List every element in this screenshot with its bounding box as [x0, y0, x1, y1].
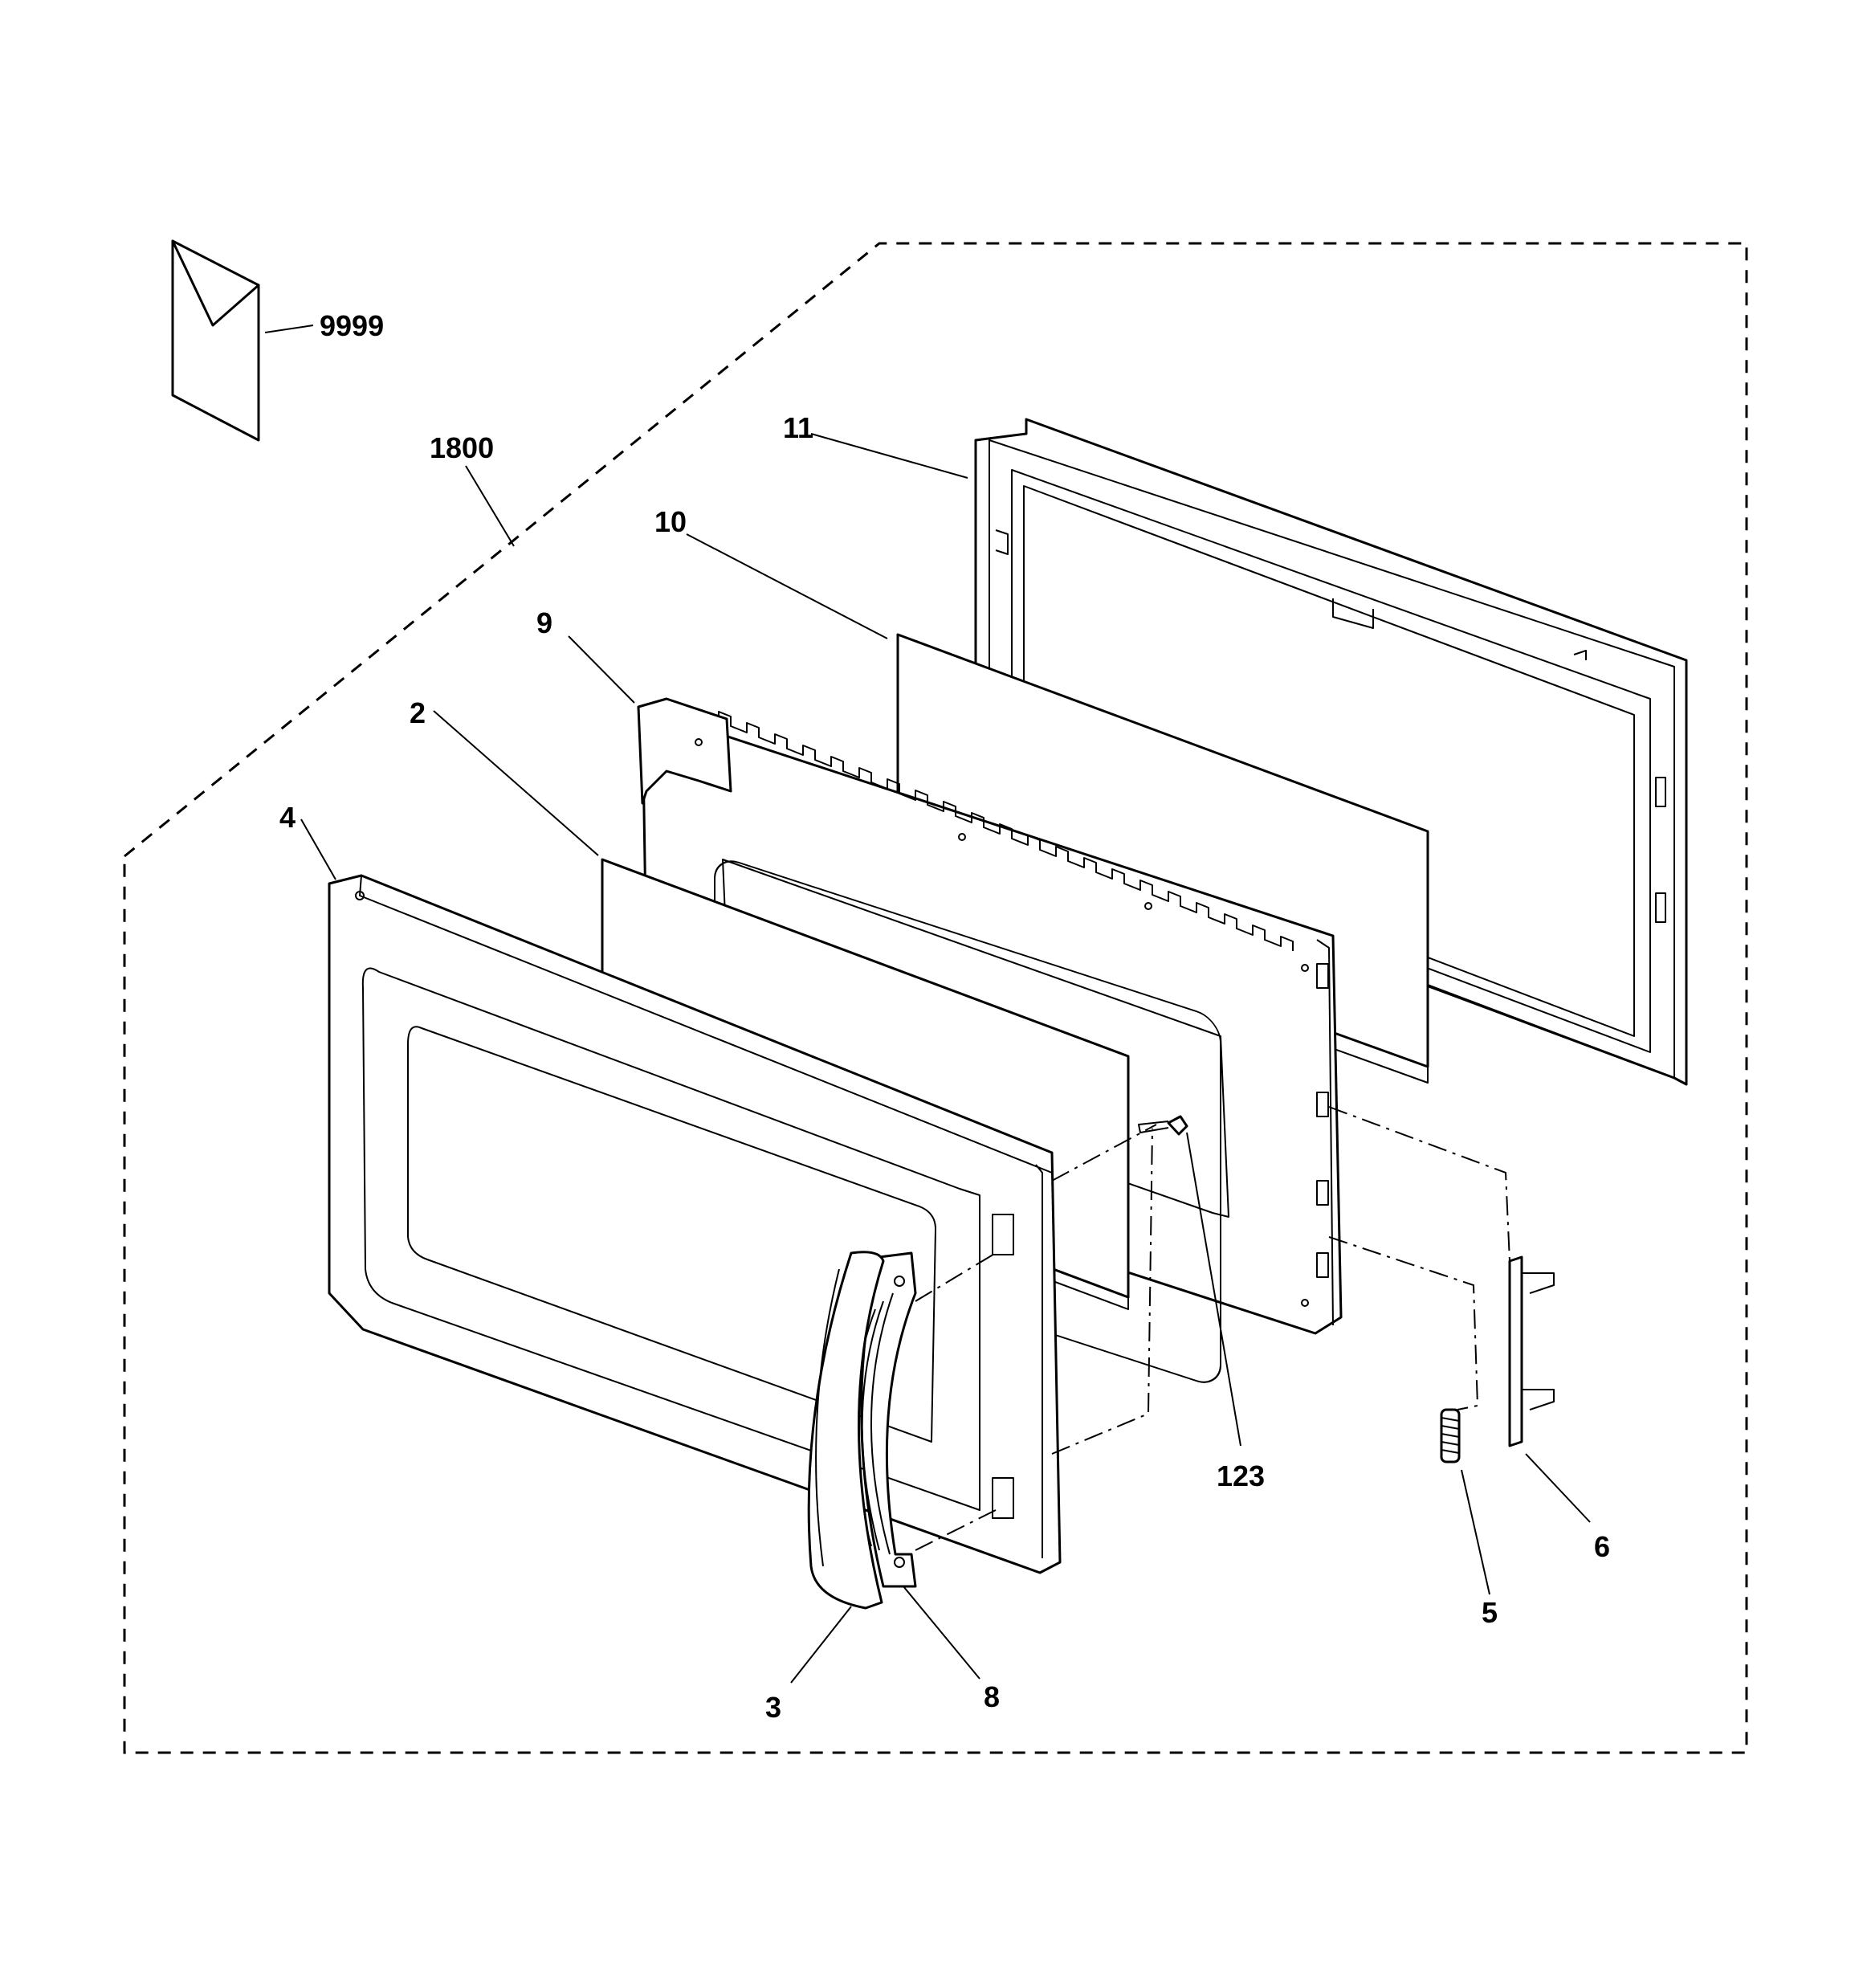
- assembly-boundary: [123, 242, 1748, 1754]
- latch-part: [1508, 1255, 1555, 1447]
- label-1800: 1800: [430, 431, 494, 464]
- leader-lines: [264, 325, 1591, 1684]
- handle-part: [807, 1251, 885, 1610]
- label-5: 5: [1482, 1596, 1498, 1629]
- label-9999: 9999: [320, 309, 384, 342]
- label-123: 123: [1217, 1459, 1265, 1492]
- label-11: 11: [783, 411, 813, 444]
- label-6: 6: [1594, 1530, 1610, 1563]
- label-8: 8: [984, 1680, 1000, 1713]
- label-3: 3: [765, 1691, 781, 1724]
- assembly-guide-lines: [915, 1106, 1510, 1551]
- label-10: 10: [654, 505, 687, 538]
- envelope-icon: [171, 239, 260, 442]
- label-2: 2: [410, 696, 426, 729]
- screw-part: [1138, 1115, 1188, 1136]
- label-4: 4: [279, 801, 296, 834]
- spring-part: [1440, 1408, 1461, 1463]
- label-9: 9: [536, 606, 552, 639]
